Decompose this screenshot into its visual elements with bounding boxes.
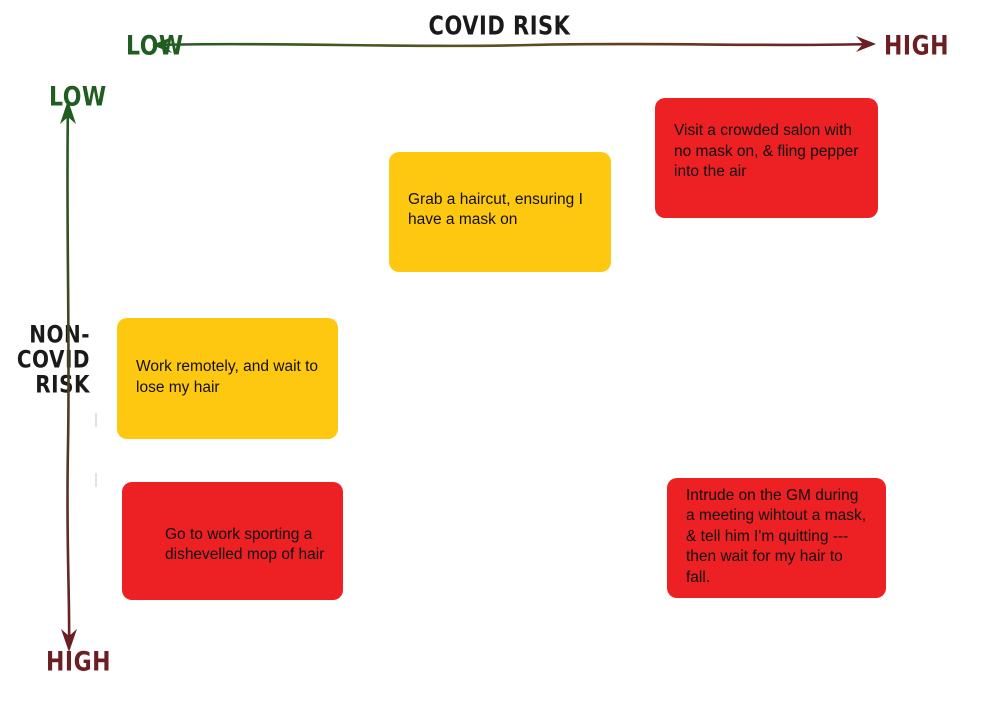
- y-axis-tick: [95, 413, 97, 427]
- y-axis-high-label: HIGH: [46, 647, 112, 678]
- risk-card-intrude-gm[interactable]: Intrude on the GM during a meeting wihto…: [667, 478, 886, 598]
- risk-card-work-remotely-text: Work remotely, and wait to lose my hair: [136, 358, 319, 396]
- risk-card-intrude-gm-text: Intrude on the GM during a meeting wihto…: [686, 486, 867, 586]
- y-axis-title-line-2: COVID: [16, 344, 90, 374]
- x-axis-arrow-icon: [152, 36, 876, 53]
- y-axis-title: NON- COVID RISK: [0, 319, 90, 399]
- x-axis-high-label: HIGH: [884, 31, 950, 62]
- risk-card-salon-text: Visit a crowded salon with no mask on, &…: [674, 122, 859, 181]
- risk-card-work-remotely[interactable]: Work remotely, and wait to lose my hair: [117, 318, 338, 439]
- x-axis-low-label: LOW: [126, 31, 184, 62]
- risk-card-haircut-text: Grab a haircut, ensuring I have a mask o…: [408, 190, 583, 229]
- risk-card-go-to-work-text: Go to work sporting a dishevelled mop of…: [165, 525, 325, 564]
- risk-card-go-to-work[interactable]: Go to work sporting a dishevelled mop of…: [122, 482, 343, 600]
- risk-card-haircut[interactable]: Grab a haircut, ensuring I have a mask o…: [389, 152, 611, 272]
- y-axis-title-line-3: RISK: [35, 369, 90, 399]
- y-axis-arrow-icon: [60, 100, 77, 652]
- y-axis-tick: [95, 473, 97, 487]
- x-axis-title: COVID RISK: [428, 11, 571, 41]
- risk-card-salon[interactable]: Visit a crowded salon with no mask on, &…: [655, 98, 878, 218]
- y-axis-low-label: LOW: [49, 82, 107, 113]
- y-axis-title-line-1: NON-: [29, 319, 90, 349]
